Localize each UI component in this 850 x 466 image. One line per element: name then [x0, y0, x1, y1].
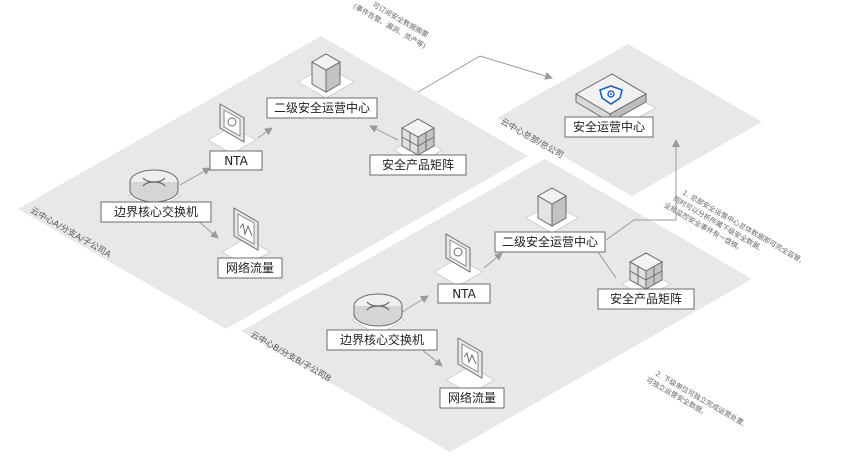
branch-a-nta-label-box — [209, 150, 263, 171]
branch-a-nta-node[interactable]: NTA — [207, 103, 263, 171]
branch-b-soc-label-box — [494, 231, 606, 253]
branch-b-traffic-node[interactable]: 网络流量 — [439, 337, 505, 409]
flow-matrix-b-to-soc-b — [597, 251, 617, 279]
hq-soc-label: 安全运营中心 — [573, 119, 645, 134]
branch-b-matrix-label-box — [597, 288, 695, 310]
building-icon — [524, 187, 580, 234]
branch-a-switch-label-box — [100, 201, 212, 223]
building-icon — [296, 53, 356, 99]
branch-b-matrix-node[interactable]: 安全产品矩阵 — [597, 252, 695, 310]
core-switch-icon — [350, 293, 406, 336]
zone-branch-a — [18, 36, 528, 329]
connections — [179, 55, 680, 367]
branch-b-traffic-label-box — [439, 387, 505, 409]
branch-a-soc-label: 二级安全运营中心 — [274, 100, 370, 115]
traffic-monitor-icon — [445, 337, 495, 395]
flow-switch-b-to-traffic-b — [419, 347, 443, 367]
branch-b-nta-label: NTA — [452, 287, 476, 301]
branch-b-switch-label: 边界核心交换机 — [340, 332, 424, 347]
branch-a-nta-label: NTA — [224, 154, 248, 168]
branch-b-nta-node[interactable]: NTA — [433, 233, 491, 304]
branch-a-traffic-node[interactable]: 网络流量 — [217, 207, 283, 279]
branch-a-matrix-label-box — [369, 154, 467, 176]
nta-monitor-icon — [433, 233, 483, 287]
hq-soc-node[interactable]: 安全运营中心 — [564, 73, 658, 138]
hq-soc-device-icon — [574, 73, 658, 123]
flow-soc-b-to-hq — [605, 139, 680, 241]
branch-b-traffic-label: 网络流量 — [448, 390, 496, 405]
branch-b-matrix-label: 安全产品矩阵 — [610, 291, 682, 306]
flow-soc-a-to-hq — [417, 55, 553, 93]
note-2-line-1: 2. 下级单位可独立完成运营处置, — [654, 369, 747, 428]
flow-nta-a-to-soc-a — [257, 127, 273, 139]
zone-branch-b — [241, 159, 752, 452]
flow-switch-b-to-nta-b — [401, 295, 429, 313]
nta-monitor-icon — [207, 103, 257, 155]
branch-a-matrix-label: 安全产品矩阵 — [382, 157, 454, 172]
branch-a-traffic-label-box — [217, 257, 283, 279]
hq-soc-label-box — [564, 116, 654, 138]
branch-b-soc-node[interactable]: 二级安全运营中心 — [494, 187, 606, 253]
shield-icon — [599, 85, 623, 105]
flow-nta-b-to-soc-b — [483, 252, 503, 269]
upload-note: 可订阅安全数据摘要 (事件告警、漏洞、资产等) — [352, 0, 430, 51]
branch-b-soc-label: 二级安全运营中心 — [502, 234, 598, 249]
branch-a-soc-node[interactable]: 二级安全运营中心 — [266, 53, 378, 119]
branch-a-soc-label-box — [266, 97, 378, 119]
flow-switch-a-to-traffic-a — [196, 219, 219, 239]
branch-a-switch-node[interactable]: 边界核心交换机 — [100, 169, 212, 223]
flow-switch-a-to-nta-a — [179, 167, 211, 186]
branch-b-nta-label-box — [437, 283, 491, 304]
branch-a-switch-label: 边界核心交换机 — [114, 204, 198, 219]
branch-a-traffic-label: 网络流量 — [226, 260, 274, 275]
branch-a-matrix-node[interactable]: 安全产品矩阵 — [369, 118, 467, 176]
branch-b-switch-node[interactable]: 边界核心交换机 — [326, 293, 438, 351]
note-2: 2. 下级单位可独立完成运营处置, 可独立运营安全数据。 — [645, 369, 747, 428]
flow-matrix-a-to-soc-a — [369, 125, 399, 141]
branch-b-switch-label-box — [326, 329, 438, 351]
